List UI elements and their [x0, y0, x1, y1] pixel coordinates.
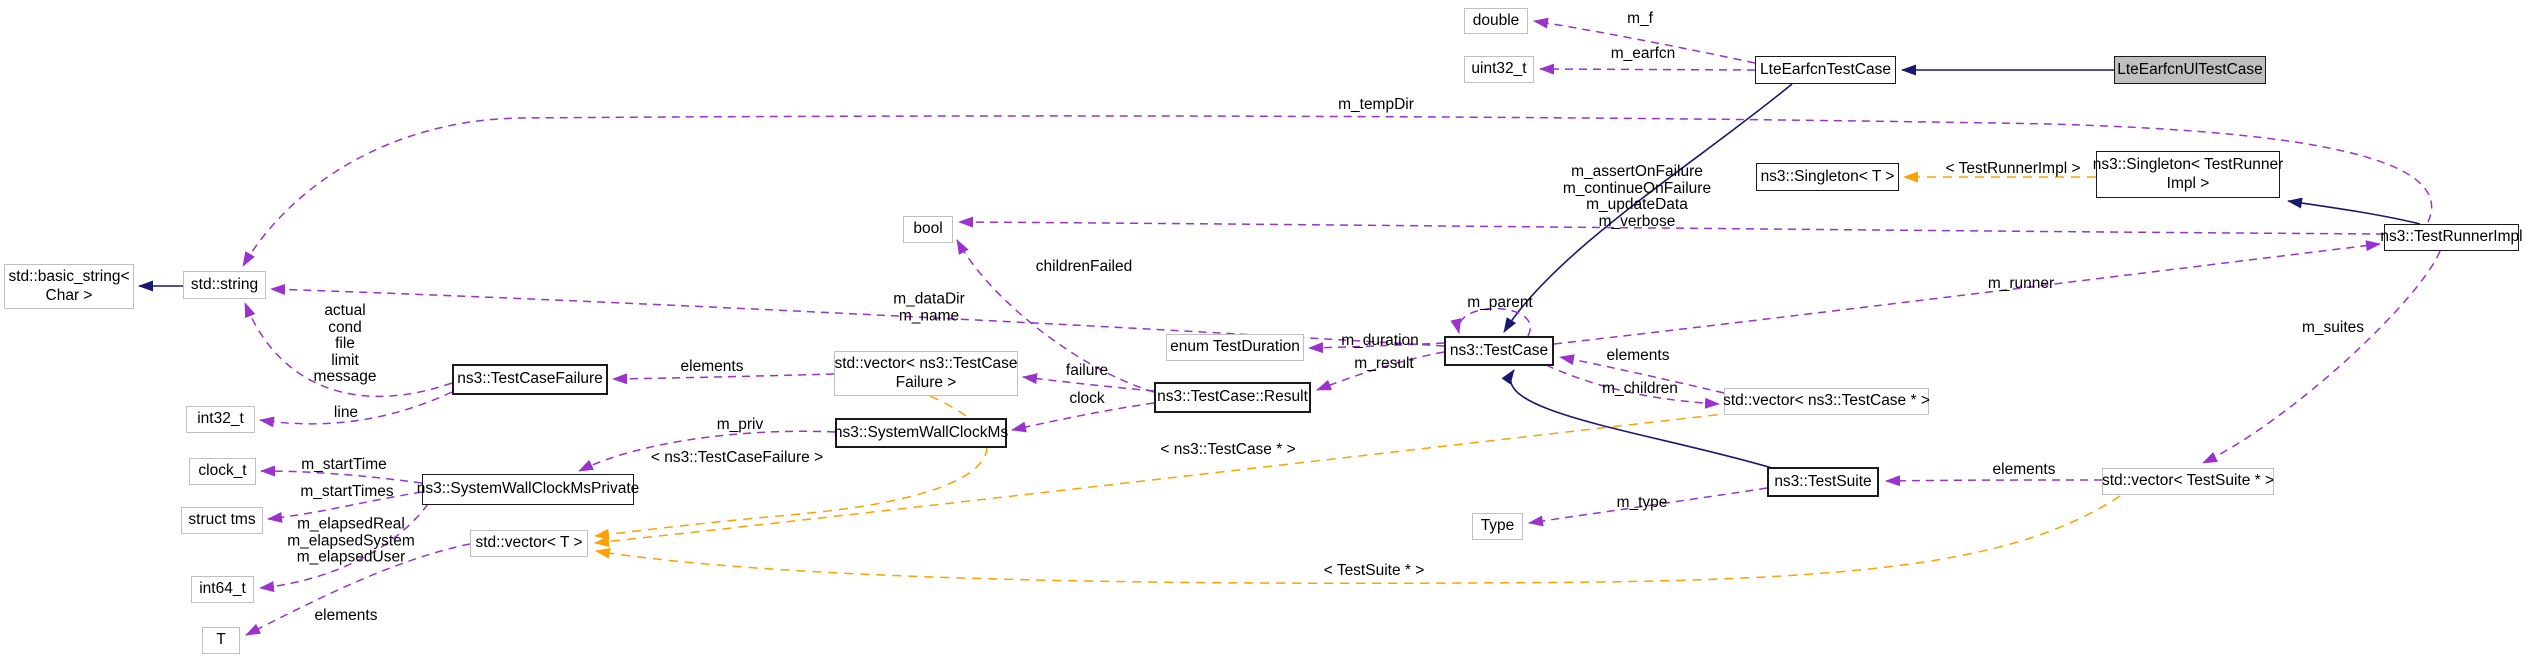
- edge-label-template-testcase-ptr: < ns3::TestCase * >: [1160, 440, 1296, 458]
- edge-label-clock: clock: [1069, 389, 1105, 407]
- node-double: double: [1464, 8, 1528, 34]
- edge-earfcntestcase-to-testcase-inherit: [1503, 83, 1793, 333]
- node-std-string: std::string: [183, 271, 266, 299]
- node-uint32-t: uint32_t: [1464, 56, 1534, 83]
- node-int32-t: int32_t: [186, 406, 255, 433]
- edge-m-suites: [2202, 250, 2441, 464]
- node-testsuite[interactable]: ns3::TestSuite: [1767, 467, 1879, 497]
- edge-template-testcaseptr: [594, 412, 1734, 547]
- node-systemwallclockmsprivate[interactable]: ns3::SystemWallClockMsPrivate: [417, 474, 639, 505]
- edge-template-testsuiteptr: [595, 495, 2121, 585]
- edge-label-m-parent: m_parent: [1467, 293, 1533, 311]
- edge-testrunnerimpl-to-singleton-inherit: [2287, 197, 2421, 225]
- edge-elements-t: [245, 543, 471, 636]
- edge-elements-suite: [1885, 475, 2103, 487]
- edge-string-members: [244, 302, 453, 398]
- node-testcase[interactable]: ns3::TestCase: [1444, 336, 1554, 366]
- edge-label-string-members: actual cond file limit message: [313, 301, 377, 385]
- node-singleton-testrunnerimpl[interactable]: ns3::Singleton< TestRunner Impl >: [2093, 151, 2283, 198]
- edge-label-m-result: m_result: [1354, 354, 1414, 372]
- node-bool: bool: [903, 216, 953, 243]
- edge-m-tempdir: [242, 115, 2433, 267]
- node-clock-t: clock_t: [189, 458, 256, 485]
- edge-clock: [1011, 402, 1155, 433]
- node-vector-testsuite-ptr: std::vector< TestSuite * >: [2102, 468, 2274, 495]
- edge-m-priv: [578, 430, 836, 472]
- edge-m-parent-selfloop: [1450, 307, 1531, 337]
- edge-m-datadir-m-name: [270, 283, 1445, 347]
- node-lteearfcnultestcase: LteEarfcnUlTestCase: [2114, 56, 2266, 84]
- edge-label-m-starttime: m_startTime: [301, 455, 387, 473]
- edge-m-earfcn: [1539, 63, 1756, 75]
- node-testrunnerimpl[interactable]: ns3::TestRunnerImpl: [2380, 224, 2523, 251]
- node-lteearfcntestcase[interactable]: LteEarfcnTestCase: [1755, 56, 1896, 84]
- edge-label-m-children: m_children: [1602, 379, 1678, 397]
- node-vector-t: std::vector< T >: [470, 530, 588, 557]
- node-t: T: [202, 627, 240, 654]
- edge-m-starttime: [260, 465, 423, 484]
- edge-label-elements-testcase: elements: [1606, 346, 1670, 364]
- edge-elements-failure: [612, 373, 835, 385]
- node-systemwallclockms[interactable]: ns3::SystemWallClockMs: [834, 418, 1008, 448]
- edge-label-m-suites: m_suites: [2301, 318, 2365, 336]
- edge-m-result: [1316, 351, 1445, 391]
- node-singleton-t[interactable]: ns3::Singleton< T >: [1756, 163, 1899, 191]
- edge-m-f: [1533, 17, 1756, 64]
- node-enum-testduration: enum TestDuration: [1166, 334, 1304, 361]
- edge-m-children: [1545, 364, 1720, 409]
- edge-label-m-datadir-m-name: m_dataDir m_name: [893, 290, 965, 324]
- edge-label-m-starttimes: m_startTimes: [300, 482, 394, 500]
- edge-label-m-tempdir: m_tempDir: [1338, 95, 1414, 113]
- edge-testsuite-to-testcase-inherit: [1501, 369, 1773, 469]
- node-int64-t: int64_t: [191, 576, 254, 603]
- edge-elapsed-members: [259, 503, 429, 593]
- edge-label-template-testcasefailure: < ns3::TestCaseFailure >: [650, 448, 824, 466]
- node-type: Type: [1472, 513, 1523, 540]
- edge-childrenfailed: [956, 239, 1155, 393]
- node-basic-string: std::basic_string< Char >: [4, 264, 134, 309]
- edge-label-m-type: m_type: [1616, 493, 1668, 511]
- edge-label-failure: failure: [1065, 361, 1109, 379]
- edge-label-m-runner: m_runner: [1987, 274, 2055, 292]
- edge-m-starttimes: [267, 491, 423, 523]
- node-vector-testcasefailure: std::vector< ns3::TestCase Failure >: [834, 351, 1018, 396]
- edge-label-m-earfcn: m_earfcn: [1610, 44, 1676, 62]
- node-struct-tms: struct tms: [181, 507, 263, 534]
- edge-label-template-testsuite-ptr: < TestSuite * >: [1323, 561, 1425, 579]
- edge-line-member: [259, 391, 453, 428]
- node-vector-testcase-ptr: std::vector< ns3::TestCase * >: [1723, 388, 1930, 415]
- edge-label-m-priv: m_priv: [716, 415, 764, 433]
- edge-label-elements-suite: elements: [1992, 460, 2056, 478]
- edge-label-m-f: m_f: [1627, 9, 1653, 27]
- edge-m-duration: [1308, 342, 1445, 354]
- edge-label-m-duration: m_duration: [1341, 331, 1419, 349]
- edge-failure: [1022, 373, 1155, 392]
- edge-label-template-testrunnerimpl: < TestRunnerImpl >: [1945, 159, 2081, 177]
- node-testcase-result[interactable]: ns3::TestCase::Result: [1154, 382, 1311, 413]
- edge-label-childrenfailed: childrenFailed: [1035, 257, 1133, 275]
- edge-label-runner-flags: m_assertOnFailure m_continueOnFailure m_…: [1562, 163, 1712, 230]
- edge-label-elapsed-members: m_elapsedReal m_elapsedSystem m_elapsedU…: [287, 515, 415, 566]
- edge-label-elements-t: elements: [314, 606, 378, 624]
- edge-m-type: [1528, 487, 1768, 527]
- node-testcasefailure[interactable]: ns3::TestCaseFailure: [452, 364, 608, 395]
- edge-m-runner: [1553, 240, 2381, 345]
- edge-label-line: line: [333, 403, 359, 421]
- edge-label-elements-failure: elements: [680, 357, 744, 375]
